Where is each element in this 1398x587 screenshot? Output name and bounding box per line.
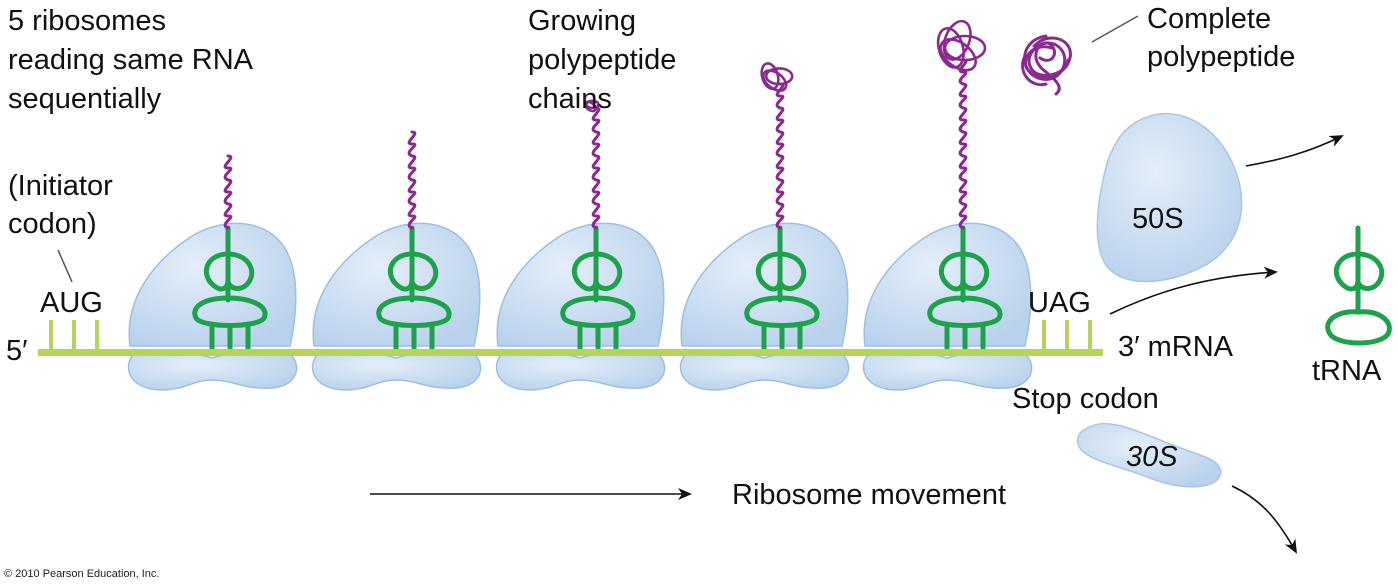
- ribosome-3: [495, 99, 666, 391]
- copyright-notice: © 2010 Pearson Education, Inc.: [4, 568, 159, 580]
- complete-label-line2: polypeptide: [1147, 41, 1295, 73]
- ribosome-1: [127, 154, 298, 391]
- trna-icon: [744, 225, 820, 353]
- polypeptide-chain: [223, 154, 233, 230]
- trna-label: tRNA: [1312, 355, 1382, 387]
- ribosomes-label-line2: reading same RNA: [8, 44, 254, 76]
- released-trna-icon: [1325, 225, 1392, 346]
- trna-icon: [376, 225, 452, 353]
- small-subunit: [679, 350, 850, 391]
- initiator-codon-leader: [57, 249, 73, 283]
- complete-polypeptide-leader: [1091, 15, 1139, 43]
- small-subunit: [127, 350, 298, 391]
- ribosome-5: [862, 19, 1033, 391]
- initiator-label-line2: codon): [8, 208, 97, 240]
- initiator-label-line1: (Initiator: [8, 170, 113, 202]
- trna-icon: [560, 225, 636, 353]
- start-codon-ticks: [49, 320, 99, 350]
- mrna-overlay: [38, 349, 1103, 356]
- stop-codon-label: Stop codon: [1012, 383, 1159, 415]
- small-subunit: [495, 350, 666, 391]
- large-subunit-label: 50S: [1132, 203, 1184, 235]
- three-prime-mrna-label: 3′ mRNA: [1118, 331, 1234, 363]
- ribosome-movement-label: Ribosome movement: [732, 479, 1006, 511]
- ribosome-2: [311, 130, 482, 391]
- complete-label-line1: Complete: [1147, 3, 1271, 35]
- ribosomes-label-line1: 5 ribosomes: [8, 5, 166, 37]
- polypeptide-coil: [583, 99, 600, 113]
- growing-label-line2: polypeptide: [528, 44, 676, 76]
- five-prime-label: 5′: [6, 335, 28, 367]
- 30s-release-arrow: [1231, 485, 1297, 554]
- trna-icon: [192, 225, 268, 353]
- trna-release-arrow: [1109, 266, 1278, 315]
- growing-label-line3: chains: [528, 83, 612, 115]
- stop-codon-ticks: [1042, 320, 1092, 350]
- start-codon-label: AUG: [40, 287, 103, 319]
- polypeptide-chain: [407, 130, 417, 230]
- growing-label-line1: Growing: [528, 5, 636, 37]
- stop-codon-seq-label: UAG: [1028, 287, 1091, 319]
- complete-polypeptide: [1021, 34, 1072, 96]
- small-subunit: [311, 350, 482, 391]
- ribosomes-label-line3: sequentially: [8, 83, 162, 115]
- released-30s-subunit: [1076, 422, 1222, 488]
- released-50s-subunit: [1096, 113, 1243, 283]
- polypeptide-coil: [760, 62, 794, 92]
- small-subunit-label: 30S: [1126, 441, 1178, 473]
- polypeptide-chain: [775, 82, 785, 230]
- polypeptide-chain: [958, 58, 968, 230]
- polypeptide-coil: [936, 19, 987, 72]
- small-subunit: [862, 350, 1033, 391]
- 50s-release-arrow: [1245, 135, 1344, 167]
- trna-icon: [927, 225, 1003, 353]
- ribosome-4: [679, 62, 850, 391]
- polypeptide-chain: [591, 106, 601, 230]
- ribosome-group: [38, 19, 1103, 391]
